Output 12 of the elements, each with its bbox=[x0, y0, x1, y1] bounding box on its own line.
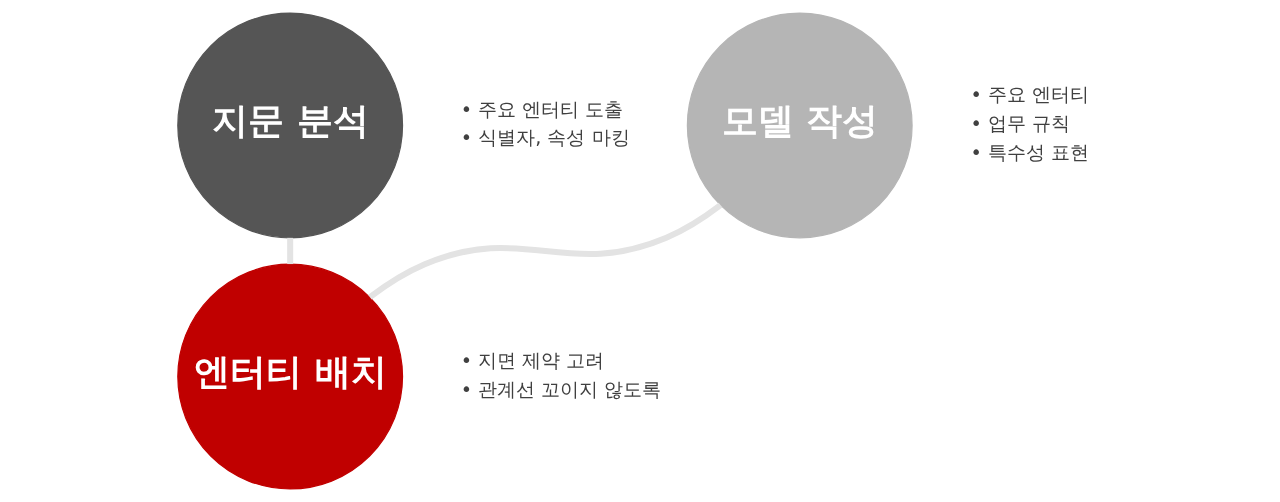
node-circle: 지문 분석 bbox=[176, 12, 403, 239]
node-label: • 주요 엔터티 bbox=[969, 83, 1089, 107]
connector bbox=[367, 202, 722, 300]
connector bbox=[286, 237, 293, 264]
node-label: • 식별자, 속성 마킹 bbox=[460, 126, 630, 150]
node-label: • 주요 엔터티 도출 bbox=[460, 97, 623, 121]
node-circle: 모델 작성 bbox=[686, 12, 913, 239]
node-circle: 엔터티 배치 bbox=[176, 263, 403, 490]
node-label: • 관계선 꼬이지 않도록 bbox=[460, 377, 661, 401]
node-label: • 지면 제약 고려 bbox=[460, 348, 604, 372]
node-label: • 특수성 표현 bbox=[969, 140, 1089, 164]
node-label: • 업무 규칙 bbox=[969, 111, 1070, 135]
